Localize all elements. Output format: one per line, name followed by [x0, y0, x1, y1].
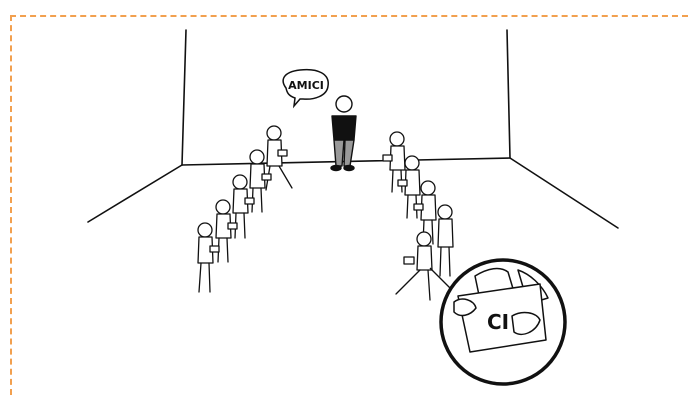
card-text: CI: [487, 310, 509, 334]
speech-bubble-text: AMICI: [288, 79, 324, 92]
student-figure: [438, 205, 453, 276]
leader-figure: [331, 96, 356, 171]
left-floor-line: [88, 165, 182, 222]
right-floor-line: [510, 158, 618, 228]
left-line-students: [198, 126, 292, 292]
left-wall-corner: [182, 30, 186, 165]
walking-student-figure: [396, 232, 432, 300]
magnifier-circle-icon: CI: [430, 260, 565, 384]
right-wall-corner: [507, 30, 510, 158]
speech-bubble-icon: AMICI: [283, 70, 328, 106]
right-line-students: [383, 132, 453, 300]
